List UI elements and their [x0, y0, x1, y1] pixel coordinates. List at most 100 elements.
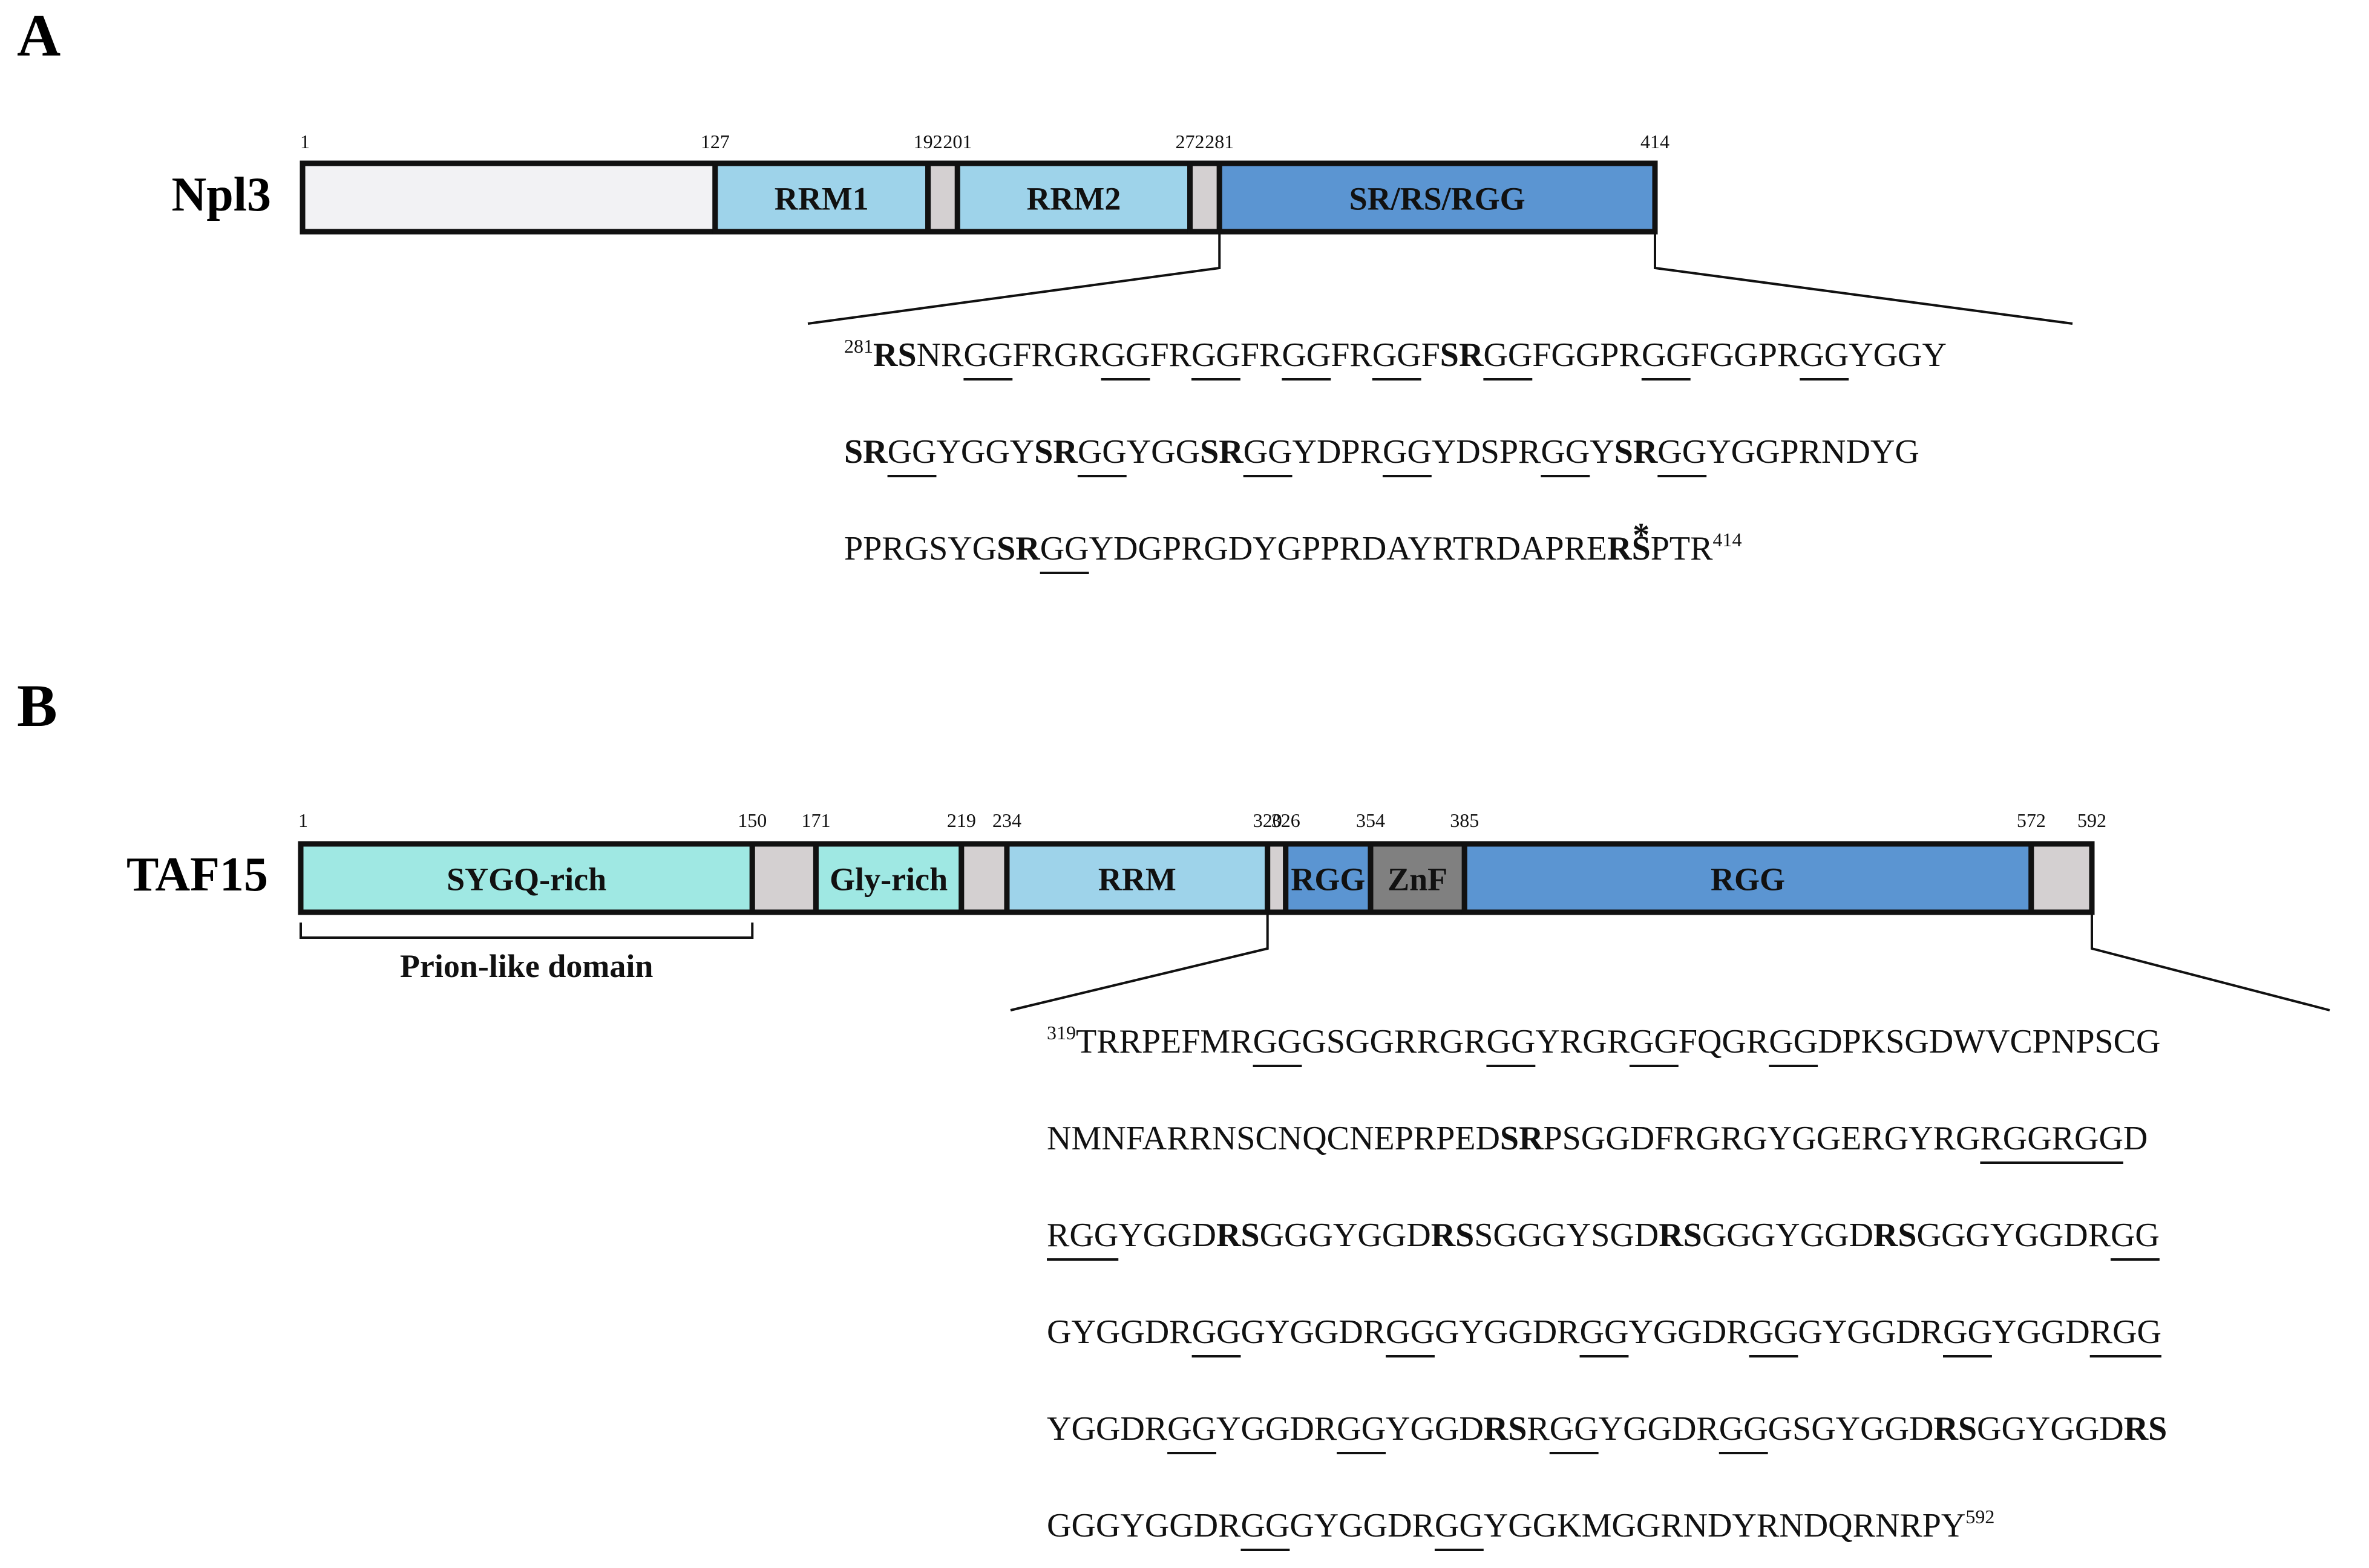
sequence-run: YGGD [1599, 1410, 1697, 1448]
boundary-label: 320 [1253, 809, 1282, 831]
sequence-run: GG [1386, 1313, 1435, 1351]
protein-name: Npl3 [172, 168, 272, 221]
sequence-run: FGGP [1691, 336, 1777, 374]
sequence-run: RGG [2090, 1313, 2161, 1351]
boundary-label: 201 [943, 131, 972, 152]
sequence-run: YGGD [1216, 1410, 1314, 1448]
boundary-label: 171 [801, 809, 830, 831]
sequence-run: GG [1943, 1313, 1992, 1351]
linker-segment [2028, 841, 2095, 915]
sequence-run: GG [1282, 336, 1331, 374]
sequence-run: YGGY [1849, 336, 1947, 374]
sequence-run: GR [1054, 336, 1101, 374]
sequence-run: GYGGD [1240, 1313, 1363, 1351]
domain-label: RGG [1291, 861, 1365, 898]
domain-sr-rs-rgg [1216, 160, 1658, 235]
protein-name: TAF15 [126, 848, 268, 901]
sequence-run: SR [997, 530, 1040, 567]
sequence-run: GG [1040, 530, 1089, 567]
sequence-run: YGGY [936, 433, 1034, 471]
bracket-line [300, 923, 754, 939]
sequence-run: YRG [1535, 1023, 1607, 1060]
sequence-line: 281RSNRGGFRGRGGFRGGFRGGFRGGFSRGGFGGPRGGF… [844, 335, 1947, 374]
sequence-run: DPKSGDWVCPNPSCG [1818, 1023, 2160, 1060]
boundary-label: 150 [738, 809, 767, 831]
sequence-run: SR [844, 433, 888, 471]
domain-label: RRM1 [775, 181, 869, 217]
sequence-run: GG [1657, 433, 1706, 471]
sequence-run: FGGP [1532, 336, 1619, 374]
sequence-run: GG [963, 336, 1012, 374]
sequence-run: R [1726, 1313, 1749, 1351]
sequence-run: RS [1607, 530, 1651, 567]
sequence-run: RGG [1047, 1217, 1118, 1254]
sequence-line: 319TRRPEFMRGGGSGGRRGRGGYRGRGGFQGRGGDPKSG… [1047, 1022, 2160, 1060]
zoom-line-left [807, 232, 1221, 325]
sequence-run: GG [1749, 1313, 1798, 1351]
sequence-run: RS [1659, 1217, 1702, 1254]
boundary-label: 1 [300, 131, 310, 152]
zoom-lines [1010, 912, 2330, 1011]
domain-label: RRM [1098, 861, 1176, 898]
domain-rrm2 [954, 160, 1193, 235]
boundary-label: 219 [947, 809, 976, 831]
boundary-label: 192 [914, 131, 943, 152]
sequence-run: NMNFARRNSCNQCNEPRPED [1047, 1120, 1500, 1157]
sequence-run: GG [1630, 1023, 1679, 1060]
sequence-end-number: 414 [1712, 529, 1742, 550]
sequence-run: YGGPRNDYG [1706, 433, 1919, 471]
domain-rrm1 [712, 160, 931, 235]
sequence-run: R [1412, 1507, 1435, 1544]
sequence-run: GGGYGGD [1260, 1217, 1431, 1254]
linker-segment [1187, 160, 1222, 235]
sequence-run: GG [1192, 1313, 1241, 1351]
boundary-label: 127 [701, 131, 730, 152]
sequence-run: GG [1372, 336, 1421, 374]
sequence-run: GG [1078, 433, 1127, 471]
domain-label: RRM2 [1026, 181, 1121, 217]
sequence-run: R [1746, 1023, 1769, 1060]
boundary-label: 234 [992, 809, 1021, 831]
sequence-run: SR [1200, 433, 1243, 471]
zoom-line-right [2091, 912, 2330, 1011]
sequence-run: FR [1012, 336, 1054, 374]
zoom-line-left [1010, 912, 1269, 1011]
sequence-run: GGGYGGD [1917, 1217, 2088, 1254]
sequence-run: GG [1719, 1410, 1768, 1448]
sequence-run: GG [1800, 336, 1849, 374]
sequence-run: YGGD [1047, 1410, 1145, 1448]
sequence-run: R [2088, 1217, 2111, 1254]
sequence-line: GGGYGGDRGGGYGGDRGGYGGKMGGRNDYRNDQRNRPY59… [1047, 1506, 1994, 1544]
sequence-run: RS [1216, 1217, 1260, 1254]
sequence-run: TRRPEFM [1076, 1023, 1230, 1060]
sequence-run: R [1363, 1313, 1386, 1351]
domain-label: ZnF [1388, 861, 1447, 898]
sequence-run: R [1360, 433, 1383, 471]
sequence-run: GG [1191, 336, 1240, 374]
domain-sygq-rich [298, 841, 755, 915]
boundary-label: 272 [1176, 131, 1205, 152]
asterisk-mark: * [1633, 517, 1650, 554]
boundary-label: 592 [2077, 809, 2106, 831]
sequence-run: PSGGDFRGRGYGGERGYRG [1544, 1120, 1981, 1157]
sequence-block: 319TRRPEFMRGGGSGGRRGRGGYRGRGGFQGRGGDPKSG… [1047, 1022, 2167, 1551]
sequence-run: GG [2111, 1217, 2160, 1254]
sequence-run: R [1314, 1410, 1337, 1448]
boundary-label: 414 [1640, 131, 1669, 152]
sequence-line: YGGDRGGYGGDRGGYGGDRSRGGYGGDRGGGSGYGGDRSG… [1047, 1410, 2167, 1448]
sequence-run: R [1607, 1023, 1630, 1060]
panel-label: B [17, 672, 57, 739]
sequence-run: GG [1550, 1410, 1599, 1448]
sequence-run: R [1145, 1410, 1168, 1448]
sequence-run: GG [1486, 1023, 1535, 1060]
boundary-label: 326 [1271, 809, 1300, 831]
sequence-block: 281RSNRGGFRGRGGFRGGFRGGFRGGFSRGGFGGPRGGF… [844, 335, 1947, 574]
sequence-run: PPRGSYG [844, 530, 997, 567]
boundary-label: 572 [2017, 809, 2046, 831]
sequence-run: Y [1590, 433, 1614, 471]
sequence-run: R [1527, 1410, 1550, 1448]
